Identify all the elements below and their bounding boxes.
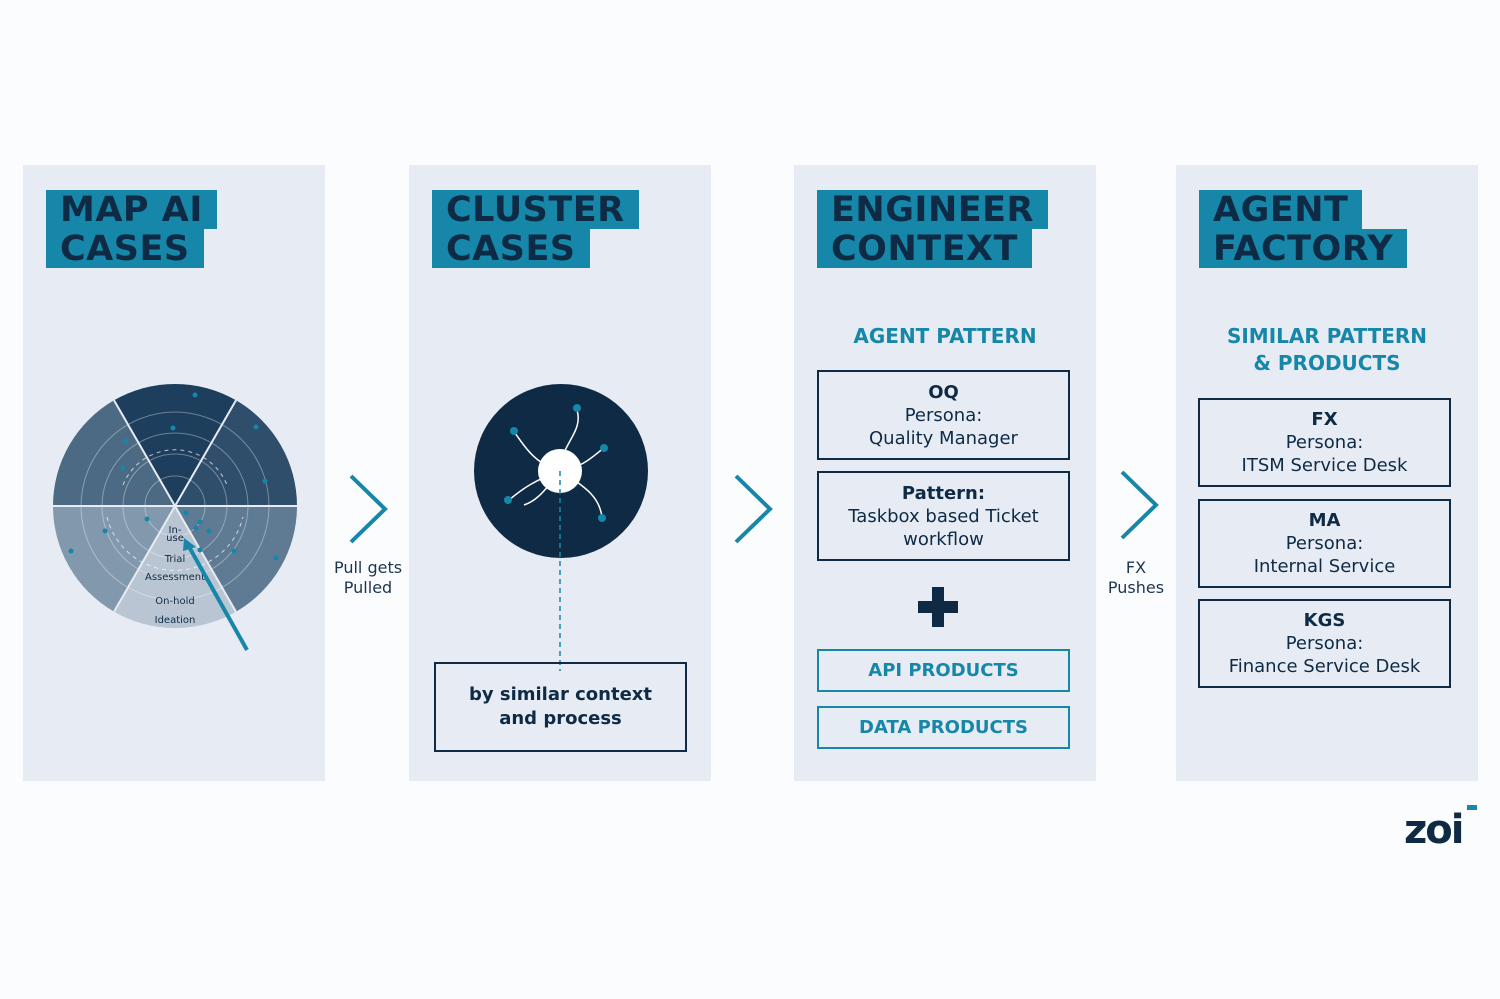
subhead-agent-pattern: AGENT PATTERN (853, 324, 1037, 348)
chevron-right-icon (1120, 470, 1159, 540)
box-head: OQ (928, 381, 959, 403)
radar-sector-top-left (52, 400, 175, 506)
box-line: workflow (903, 528, 984, 550)
box-head: KGS (1303, 610, 1346, 631)
title-line: CONTEXT (817, 229, 1032, 268)
title-line: MAP AI (46, 190, 217, 229)
step-label-line: Pull gets (333, 558, 403, 577)
cluster-illustration (474, 384, 648, 671)
step-label-line: Pulled (343, 578, 393, 597)
radar-dots (68, 392, 279, 561)
step-label-push: FX Pushes (1096, 558, 1176, 598)
panel-title: ENGINEER CONTEXT (817, 190, 1049, 268)
api-products-box: API PRODUCTS (817, 649, 1070, 692)
title-line: ENGINEER (817, 190, 1049, 229)
radar-sector-bottom-left (53, 506, 175, 612)
radar-pointer-arrow (183, 538, 249, 651)
box-head: Pattern: (901, 482, 986, 504)
box-line: ITSM Service Desk (1241, 455, 1408, 476)
radar-sector-top (114, 383, 236, 506)
radar-sector-bottom-right (175, 506, 298, 612)
box-line: Finance Service Desk (1228, 656, 1421, 677)
logo-text: zoi (1404, 807, 1462, 850)
panel-engineer-context: ENGINEER CONTEXT AGENT PATTERN OQ Person… (794, 165, 1096, 781)
box-line: Quality Manager (869, 427, 1018, 449)
step-label-line: Pushes (1107, 578, 1165, 597)
cluster-nodes (504, 404, 608, 522)
subhead-line: & PRODUCTS (1253, 351, 1401, 375)
box-line: Taskbox based Ticket (848, 505, 1039, 527)
radar-sectors (52, 383, 298, 629)
panel-title: MAP AI CASES (46, 190, 217, 268)
cluster-criteria-box: by similar context and process (434, 662, 687, 752)
logo-accent (1467, 805, 1477, 810)
step-label-pull: Pull gets Pulled (328, 558, 408, 598)
radar-label-assessment: Assessment (145, 572, 205, 583)
title-line: FACTORY (1199, 229, 1408, 268)
chevron-right-icon (349, 474, 388, 544)
plus-icon (918, 587, 958, 627)
subhead-similar-pattern: SIMILAR PATTERN & PRODUCTS (1176, 323, 1478, 377)
pattern-box-pattern: Pattern: Taskbox based Ticket workflow (817, 471, 1070, 561)
product-box-ma: MA Persona: Internal Service (1198, 499, 1451, 588)
subhead-line: SIMILAR PATTERN (1226, 324, 1428, 348)
radar-dashed-rings (106, 449, 244, 571)
panel-title: AGENT FACTORY (1199, 190, 1408, 268)
box-line: Persona: (1285, 533, 1364, 554)
title-line: CASES (432, 229, 590, 268)
panel-agent-factory: AGENT FACTORY SIMILAR PATTERN & PRODUCTS… (1176, 165, 1478, 781)
chevron-right-icon (734, 474, 773, 544)
radar-label-ideation: Ideation (155, 615, 196, 626)
radar-label-onhold: On-hold (155, 596, 194, 607)
box-head: FX (1311, 409, 1338, 430)
zoi-logo: zoi (1404, 805, 1477, 850)
step-label-line: FX (1125, 558, 1147, 577)
radar-sector-bottom (114, 506, 236, 629)
pattern-box-oq: OQ Persona: Quality Manager (817, 370, 1070, 460)
title-line: CLUSTER (432, 190, 639, 229)
box-line: by similar context (468, 684, 653, 705)
panel-cluster-cases: CLUSTER CASES by similar context and pro… (409, 165, 711, 781)
panel-map-ai-cases: MAP AI CASES (23, 165, 325, 781)
box-line: Persona: (1285, 633, 1364, 654)
title-line: AGENT (1199, 190, 1363, 229)
title-line: CASES (46, 229, 204, 268)
box-line: and process (499, 708, 622, 729)
radar-label-use: use (166, 533, 184, 544)
box-head: MA (1308, 510, 1341, 531)
product-box-fx: FX Persona: ITSM Service Desk (1198, 398, 1451, 487)
radar-labels: In- use Trial Assessment On-hold Ideatio… (145, 525, 205, 626)
radar-chart: In- use Trial Assessment On-hold Ideatio… (52, 383, 298, 651)
box-line: Persona: (904, 404, 983, 426)
data-products-box: DATA PRODUCTS (817, 706, 1070, 749)
box-line: Persona: (1285, 432, 1364, 453)
panel-title: CLUSTER CASES (432, 190, 639, 268)
radar-dividers (53, 399, 297, 613)
radar-label-trial: Trial (164, 554, 185, 565)
product-box-kgs: KGS Persona: Finance Service Desk (1198, 599, 1451, 688)
radar-label-in: In- (169, 525, 182, 536)
box-line: Internal Service (1253, 556, 1396, 577)
